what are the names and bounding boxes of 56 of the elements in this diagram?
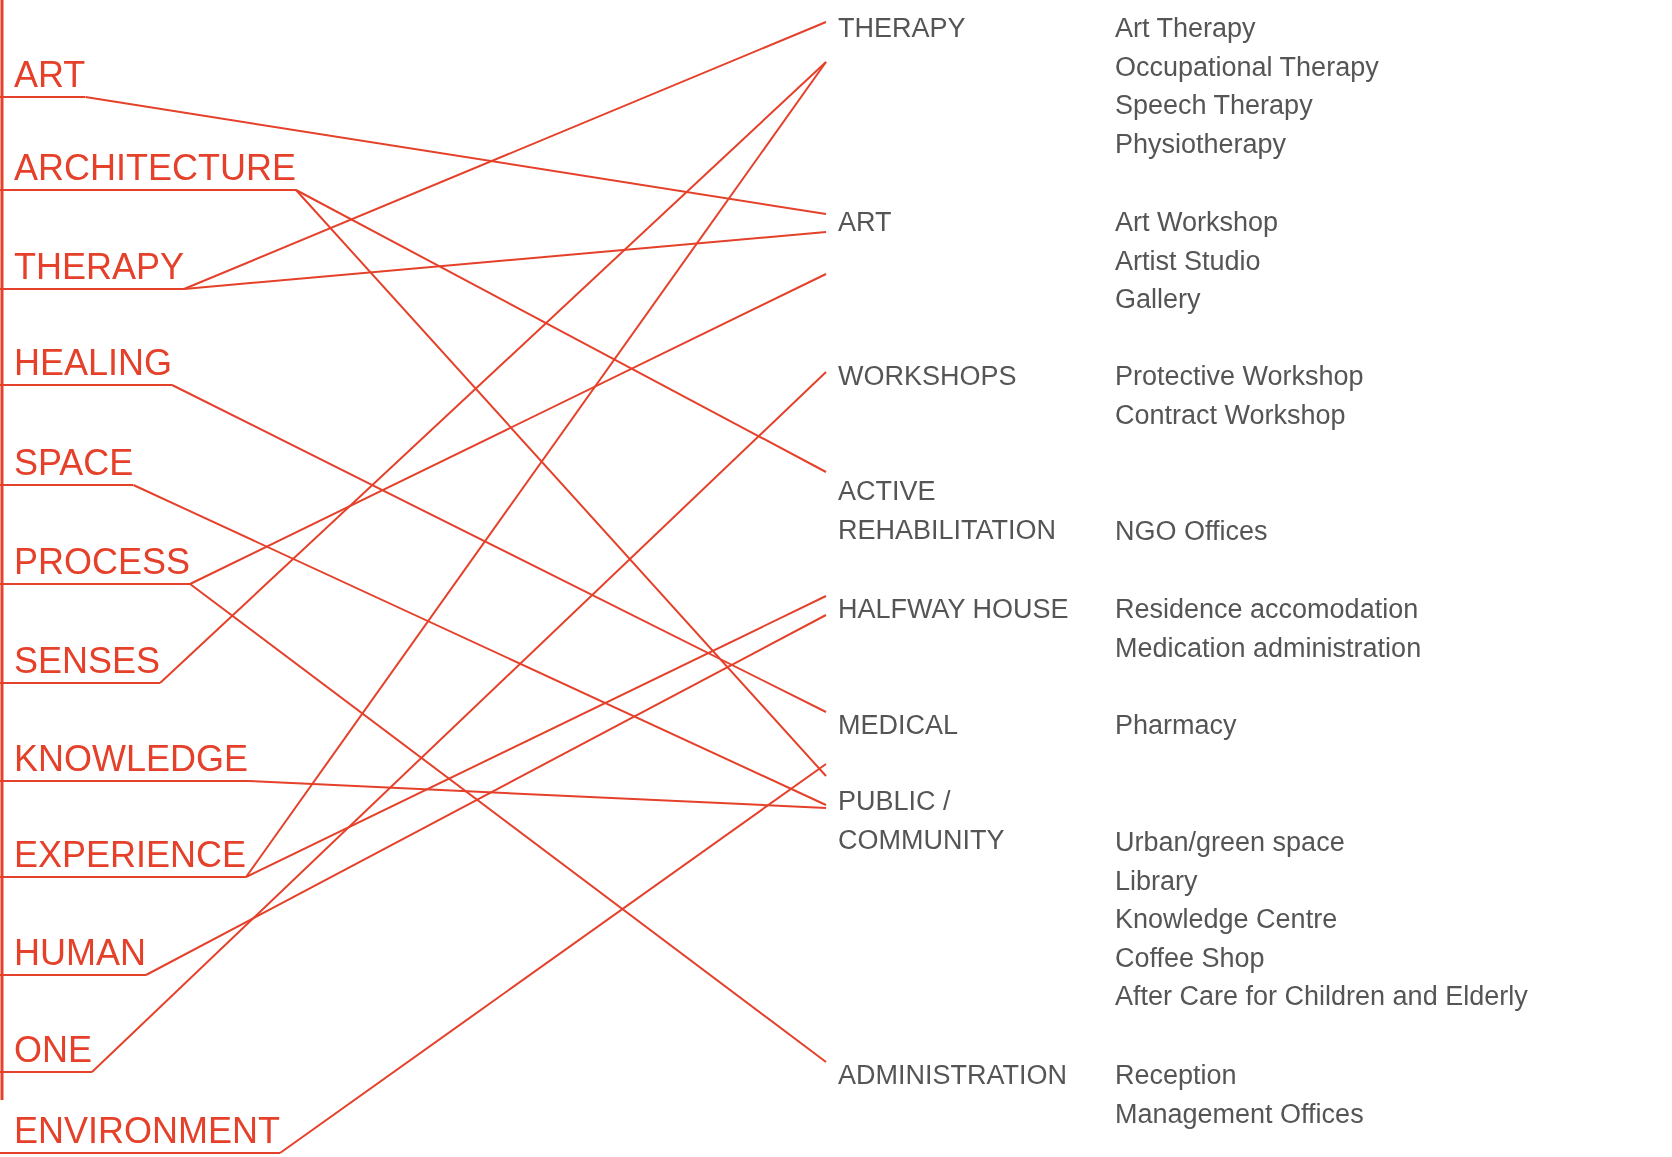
facility-text: Contract Workshop: [1115, 398, 1346, 432]
connector-line: [279, 763, 827, 1154]
facility-text: Reception: [1115, 1059, 1237, 1092]
facility-text: Pharmacy: [1115, 709, 1237, 742]
keyword-label: KNOWLEDGE: [0, 738, 249, 782]
facility-text: Artist Studio: [1115, 244, 1261, 278]
keyword-label: PROCESS: [0, 541, 191, 585]
connector-line: [295, 189, 827, 473]
facility-text: Urban/green space: [1115, 826, 1345, 859]
facility-text: Occupational Therapy: [1115, 50, 1379, 84]
connector-line: [145, 614, 827, 976]
keyword-label: HUMAN: [0, 932, 146, 976]
program-heading: THERAPY: [838, 12, 966, 45]
facility-text: Art Therapy: [1115, 12, 1256, 45]
connector-line: [245, 595, 827, 878]
connector-line: [171, 384, 827, 713]
facility-text: Knowledge Centre: [1115, 903, 1338, 936]
facility-text: After Care for Children and Elderly: [1115, 980, 1528, 1013]
connector-line: [189, 273, 827, 585]
connector-line: [183, 21, 827, 290]
connector-line: [84, 96, 827, 215]
facility-text: Protective Workshop: [1115, 360, 1364, 393]
keyword-label: THERAPY: [0, 246, 185, 290]
program-heading: HALFWAY HOUSE: [838, 593, 1069, 626]
program-heading: MEDICAL: [838, 709, 959, 742]
facility-text: Residence accomodation: [1115, 593, 1419, 626]
facility-text: Medication administration: [1115, 631, 1422, 665]
facility-text: Physiotherapy: [1115, 127, 1287, 161]
connector-line: [245, 61, 827, 878]
keyword-label: ARCHITECTURE: [0, 147, 296, 191]
facility-text: Management Offices: [1115, 1097, 1364, 1131]
connector-line: [183, 231, 827, 290]
program-heading: WORKSHOPS: [838, 360, 1017, 393]
connector-line: [91, 371, 827, 1073]
keyword-label: EXPERIENCE: [0, 834, 247, 878]
connector-line: [295, 189, 827, 777]
connector-line: [159, 61, 827, 684]
facility-text: NGO Offices: [1115, 515, 1268, 548]
facility-text: Art Workshop: [1115, 206, 1279, 239]
keyword-label: SPACE: [0, 442, 134, 486]
facility-text: Speech Therapy: [1115, 89, 1313, 122]
connector-line: [247, 780, 827, 809]
keyword-label: ONE: [0, 1029, 92, 1073]
program-heading: ADMINISTRATION: [838, 1059, 1067, 1092]
facility-text: Library: [1115, 864, 1198, 898]
program-heading: PUBLIC / COMMUNITY: [838, 785, 1006, 857]
keyword-label: SENSES: [0, 640, 161, 684]
facility-text: Gallery: [1115, 283, 1201, 316]
program-heading: ART: [838, 206, 892, 239]
program-heading: ACTIVE REHABILITATION: [838, 475, 1058, 547]
connector-line: [189, 583, 827, 1063]
connector-line: [132, 484, 827, 806]
keyword-label: HEALING: [0, 342, 173, 386]
keyword-label: ENVIRONMENT: [0, 1110, 280, 1154]
facility-text: Coffee Shop: [1115, 941, 1265, 975]
keyword-label: ART: [0, 54, 86, 98]
